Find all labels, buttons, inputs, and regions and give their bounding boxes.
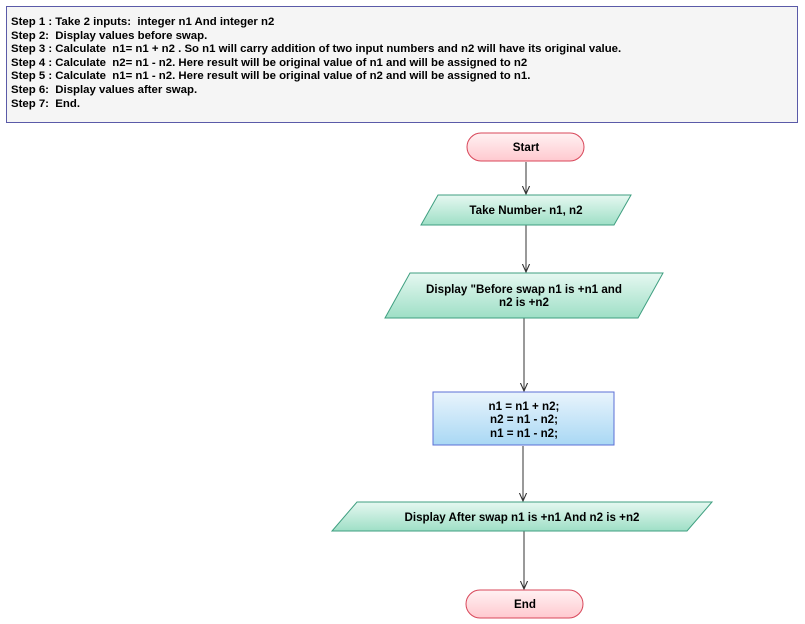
algorithm-steps-box: Step 1 : Take 2 inputs: integer n1 And i… xyxy=(6,6,798,123)
display-before-parallelogram xyxy=(384,272,664,319)
display-before-label-line-1: Display "Before swap n1 is +n1 and xyxy=(426,283,622,296)
step-2: Step 2: Display values before swap. xyxy=(11,29,208,42)
end-label: End xyxy=(514,598,536,611)
input-label: Take Number- n1, n2 xyxy=(469,204,582,217)
display-before-label-line-2: n2 is +n2 xyxy=(499,296,549,309)
step-3: Step 3 : Calculate n1= n1 + n2 . So n1 w… xyxy=(11,43,622,56)
step-5: Step 5 : Calculate n1= n1 - n2. Here res… xyxy=(11,70,531,83)
step-1: Step 1 : Take 2 inputs: integer n1 And i… xyxy=(11,16,275,28)
input-parallelogram xyxy=(420,194,632,226)
step-4: Step 4 : Calculate n2= n1 - n2. Here res… xyxy=(11,56,528,69)
display-after-parallelogram xyxy=(330,501,714,532)
step-7: Step 7: End. xyxy=(11,97,80,110)
end-terminal xyxy=(465,589,584,619)
process-line-3: n1 = n1 - n2; xyxy=(490,427,558,440)
start-label: Start xyxy=(513,141,540,154)
start-terminal xyxy=(466,132,585,162)
process-box xyxy=(432,391,615,446)
step-6: Step 6: Display values after swap. xyxy=(11,83,198,96)
process-line-1: n1 = n1 + n2; xyxy=(489,400,560,413)
display-after-label: Display After swap n1 is +n1 And n2 is +… xyxy=(405,511,640,524)
process-line-2: n2 = n1 - n2; xyxy=(490,413,558,426)
